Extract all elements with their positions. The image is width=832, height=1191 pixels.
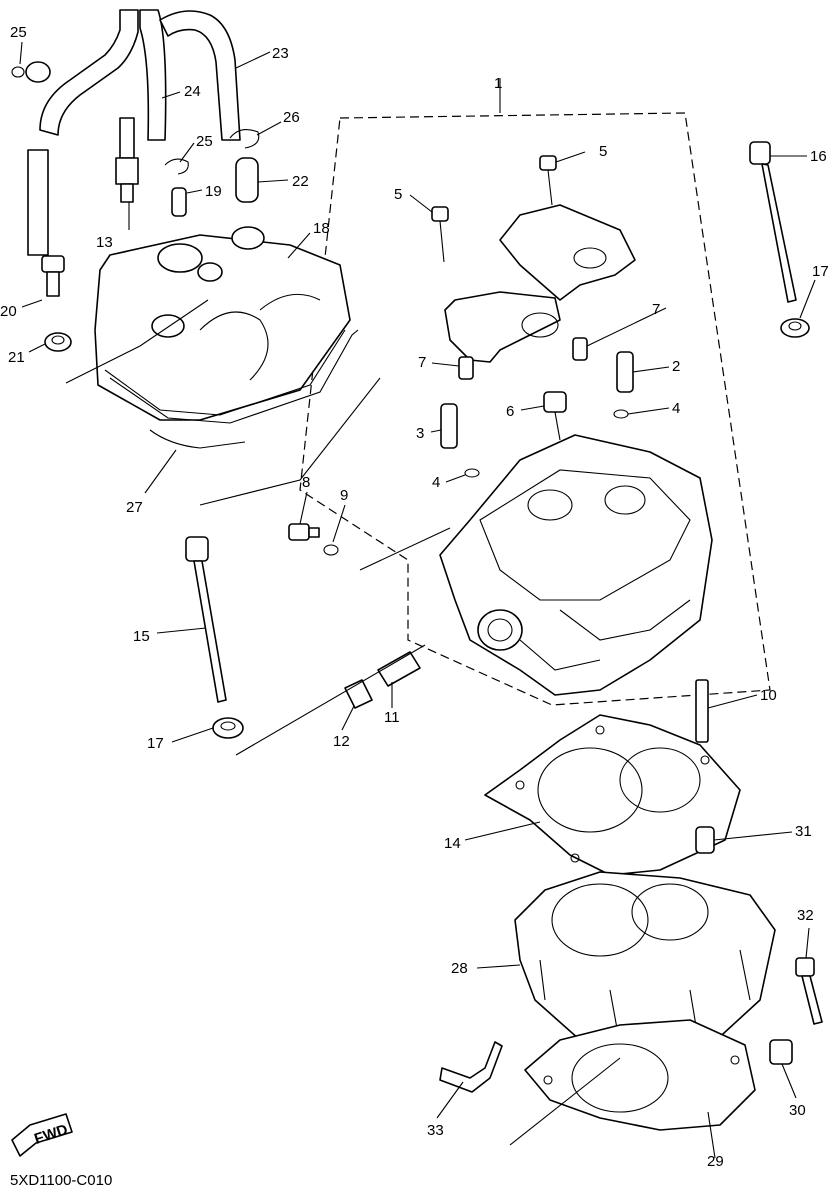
bolt-20 [41, 255, 65, 297]
callout-28: 28 [451, 960, 468, 977]
washer-9 [323, 544, 339, 556]
callout-31: 31 [795, 823, 812, 840]
callout-33: 33 [427, 1122, 444, 1139]
callout-13: 13 [96, 234, 113, 251]
callout-14: 14 [444, 835, 461, 852]
callout-15: 15 [133, 628, 150, 645]
callout-27: 27 [126, 499, 143, 516]
cylinder-head-assembly-outline [299, 112, 771, 706]
callout-23: 23 [272, 45, 289, 62]
washer-21 [44, 332, 72, 352]
callout-16: 16 [810, 148, 827, 165]
callout-11: 11 [384, 709, 400, 726]
bolt-15 [185, 536, 227, 703]
bracket-33 [439, 1041, 503, 1093]
guide-2 [616, 351, 634, 393]
callout-labels: 1 2 3 4 4 5 5 6 7 7 8 9 10 11 12 13 14 1… [0, 24, 829, 1170]
stud-bolt-11 [377, 651, 421, 687]
head-cover-gasket-27 [109, 329, 359, 449]
callout-18: 18 [313, 220, 330, 237]
callout-12: 12 [333, 733, 350, 750]
guide-3 [440, 403, 458, 449]
cylinder-base-gasket-29 [524, 1019, 756, 1131]
callout-25b: 25 [196, 133, 213, 150]
camshaft-caps [444, 204, 636, 363]
hose-clip-25a [11, 66, 25, 78]
breather-hose-24 [25, 9, 167, 256]
callout-17a: 17 [812, 263, 829, 280]
cylinder-28 [514, 871, 776, 1061]
bolt-5b [539, 155, 557, 206]
o-ring-4b [464, 468, 480, 478]
callout-4b: 4 [432, 474, 440, 491]
hose-clip-25b [164, 158, 189, 175]
callout-5a: 5 [599, 143, 607, 160]
callout-17b: 17 [147, 735, 164, 752]
washer-17b [212, 717, 244, 739]
fitting-22 [235, 157, 259, 203]
cylinder-head-cover-18 [94, 226, 351, 421]
callout-2: 2 [672, 358, 680, 375]
callout-30: 30 [789, 1102, 806, 1119]
stud-bolt-10 [695, 679, 709, 743]
cylinder-head-gasket-14 [484, 714, 741, 876]
callout-3: 3 [416, 425, 424, 442]
dowel-pin-7a [458, 356, 474, 380]
callout-21: 21 [8, 349, 25, 366]
o-ring-4a [613, 409, 629, 419]
callout-6: 6 [506, 403, 514, 420]
plug-bolt-8 [288, 523, 320, 541]
bolt-32 [795, 957, 823, 1025]
breather-hose-23 [159, 10, 241, 141]
nut-30 [769, 1039, 793, 1065]
callout-25a: 25 [10, 24, 27, 41]
callout-24: 24 [184, 83, 201, 100]
bolt-6 [543, 391, 567, 441]
callout-19: 19 [205, 183, 222, 200]
callout-20: 20 [0, 303, 17, 320]
washer-17a [780, 318, 810, 338]
callout-5b: 5 [394, 186, 402, 203]
hose-clip-26 [229, 129, 260, 149]
callout-9: 9 [340, 487, 348, 504]
callout-7b: 7 [418, 354, 426, 371]
fwd-arrow-icon: FWD [11, 1113, 73, 1157]
callout-22: 22 [292, 173, 309, 190]
callout-10: 10 [760, 687, 777, 704]
bolt-16 [749, 141, 797, 303]
cylinder-head [439, 434, 713, 696]
dowel-pin-7b [572, 337, 588, 361]
callout-1: 1 [494, 75, 502, 92]
callout-7a: 7 [652, 301, 660, 318]
fitting-19 [171, 187, 187, 217]
callout-29: 29 [707, 1153, 724, 1170]
catalog-code: 5XD1100-C010 [10, 1172, 113, 1189]
callout-8: 8 [302, 474, 310, 491]
callout-32: 32 [797, 907, 814, 924]
dowel-pin-31 [695, 826, 715, 854]
callout-26: 26 [283, 109, 300, 126]
spark-plug-13 [115, 117, 139, 203]
bolt-5a [431, 206, 449, 263]
callout-4a: 4 [672, 400, 680, 417]
leader-lines [19, 41, 816, 1159]
